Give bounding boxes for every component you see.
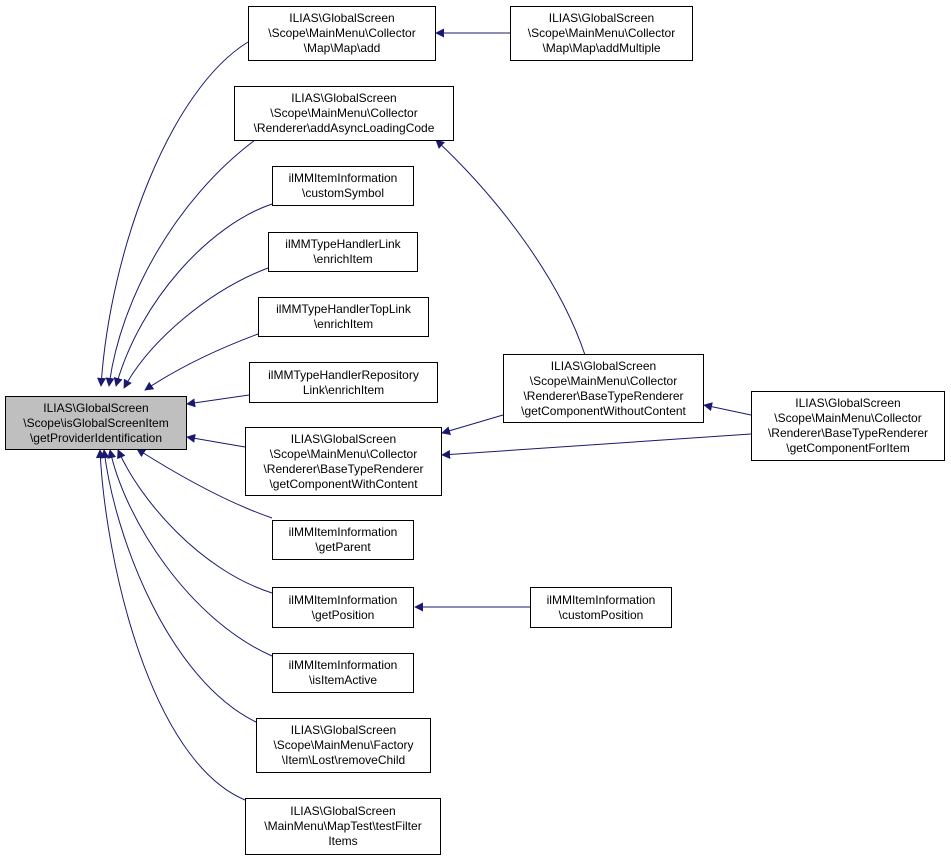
node-label-line: ilMMTypeHandlerLink <box>285 237 401 251</box>
node-label-line: \Scope\MainMenu\Collector <box>269 446 418 461</box>
node-label-line: ilMMItemInformation <box>288 525 398 539</box>
node-label-line: ilMMItemInformation <box>288 658 398 672</box>
node-get-component-with-content[interactable]: ILIAS\GlobalScreen\Scope\MainMenu\Collec… <box>245 427 442 496</box>
node-remove-child[interactable]: ILIAS\GlobalScreen\Scope\MainMenu\Factor… <box>256 718 431 773</box>
node-label-line: ILIAS\GlobalScreen <box>289 11 395 25</box>
node-custom-position[interactable]: ilMMItemInformation\customPosition <box>530 587 672 628</box>
edge-with-content-to-root <box>186 433 246 448</box>
node-test-filter-items[interactable]: ILIAS\GlobalScreen\MainMenu\MapTest\test… <box>245 798 441 855</box>
node-get-position[interactable]: ilMMItemInformation\getPosition <box>272 587 414 628</box>
node-get-component-without-content[interactable]: ILIAS\GlobalScreen\Scope\MainMenu\Collec… <box>503 354 704 423</box>
node-label-line: \Map\Map\add <box>303 41 381 55</box>
edge-custom-symbol-to-root <box>113 203 273 387</box>
edge-without-content-to-with-content <box>441 414 504 436</box>
edge-for-item-to-without-content <box>703 402 752 416</box>
node-label-line: ilMMTypeHandlerRepository <box>268 367 419 382</box>
node-label-line: \enrichItem <box>313 252 373 266</box>
edge-test-filter-to-root <box>95 449 246 801</box>
node-map-add[interactable]: ILIAS\GlobalScreen\Scope\MainMenu\Collec… <box>248 6 436 61</box>
node-label-line: Link\enrichItem <box>302 382 385 397</box>
node-label-line: ILIAS\GlobalScreen <box>550 358 657 373</box>
node-label-line: \getComponentWithContent <box>269 476 418 491</box>
edge-is-active-to-root <box>107 449 273 657</box>
node-link-enrich-item[interactable]: ilMMTypeHandlerLink\enrichItem <box>268 232 418 272</box>
node-label-line: ilMMItemInformation <box>546 592 656 607</box>
node-label-line: \Scope\MainMenu\Collector <box>529 373 678 388</box>
edge-get-parent-to-root <box>136 448 273 519</box>
node-label-line: \MainMenu\MapTest\testFilter <box>264 819 422 833</box>
node-label-line: ILIAS\GlobalScreen <box>548 11 655 25</box>
node-custom-symbol[interactable]: ilMMItemInformation\customSymbol <box>272 166 414 206</box>
edge-repo-enrich-to-root <box>186 394 250 408</box>
edge-link-enrich-to-root <box>123 267 269 389</box>
edge-remove-child-to-root <box>100 449 257 723</box>
node-label-line: \getProviderIdentification <box>29 430 163 445</box>
edge-toplink-enrich-to-root <box>144 333 259 391</box>
node-label-line: \Scope\isGlobalScreenItem <box>23 415 169 430</box>
node-label-line: \getComponentForItem <box>786 441 910 455</box>
node-label-line: ILIAS\GlobalScreen <box>290 804 396 818</box>
node-label-line: ilMMTypeHandlerTopLink <box>276 302 411 316</box>
node-label-line: \customSymbol <box>301 186 385 200</box>
node-label-line: \Item\Lost\removeChild <box>281 753 406 767</box>
node-map-add-multiple[interactable]: ILIAS\GlobalScreen\Scope\MainMenu\Collec… <box>510 6 693 61</box>
node-label-line: ilMMItemInformation <box>288 171 398 185</box>
node-label-line: \Renderer\BaseTypeRenderer <box>767 426 929 440</box>
node-get-parent[interactable]: ilMMItemInformation\getParent <box>272 520 414 560</box>
node-label-line: \getComponentWithoutContent <box>521 403 686 418</box>
node-label-line: \Scope\MainMenu\Collector <box>527 26 676 40</box>
edge-for-item-to-with-content <box>441 433 752 459</box>
node-label-line: \Renderer\addAsyncLoadingCode <box>253 121 435 135</box>
node-add-async-loading-code[interactable]: ILIAS\GlobalScreen\Scope\MainMenu\Collec… <box>234 86 454 141</box>
node-label-line: \Renderer\BaseTypeRenderer <box>263 461 424 476</box>
edge-map-add-to-root <box>97 41 249 387</box>
node-label-line: \Scope\MainMenu\Factory <box>273 738 414 752</box>
edges <box>95 28 752 801</box>
node-label-line: \Map\Map\addMultiple <box>542 41 661 55</box>
node-label-line: ILIAS\GlobalScreen <box>291 91 397 105</box>
node-label-line: \Scope\MainMenu\Collector <box>270 106 418 120</box>
node-label-line: \Renderer\BaseTypeRenderer <box>523 388 684 403</box>
node-label-line: Items <box>328 834 358 848</box>
node-toplink-enrich-item[interactable]: ilMMTypeHandlerTopLink\enrichItem <box>258 297 429 337</box>
node-label-line: ILIAS\GlobalScreen <box>795 396 901 410</box>
node-label-line: \getPosition <box>311 607 375 622</box>
node-root-get-provider-identification: ILIAS\GlobalScreen\Scope\isGlobalScreenI… <box>5 396 187 450</box>
node-label-line: \isItemActive <box>308 673 377 687</box>
edge-get-position-to-root <box>117 449 273 594</box>
edge-add-async-to-root <box>105 139 256 387</box>
node-get-component-for-item[interactable]: ILIAS\GlobalScreen\Scope\MainMenu\Collec… <box>751 391 945 461</box>
node-label-line: ILIAS\GlobalScreen <box>43 400 149 415</box>
node-label-line: \Scope\MainMenu\Collector <box>774 411 922 425</box>
edge-without-content-to-add-async <box>435 139 586 356</box>
node-label-line: ILIAS\GlobalScreen <box>290 431 397 446</box>
node-is-item-active[interactable]: ilMMItemInformation\isItemActive <box>272 653 414 693</box>
node-label-line: \enrichItem <box>313 317 374 331</box>
node-label-line: ilMMItemInformation <box>288 592 398 607</box>
node-label-line: \getParent <box>315 540 371 554</box>
node-label-line: ILIAS\GlobalScreen <box>290 723 397 737</box>
node-label-line: \Scope\MainMenu\Collector <box>268 26 416 40</box>
node-label-line: \customPosition <box>558 607 644 622</box>
